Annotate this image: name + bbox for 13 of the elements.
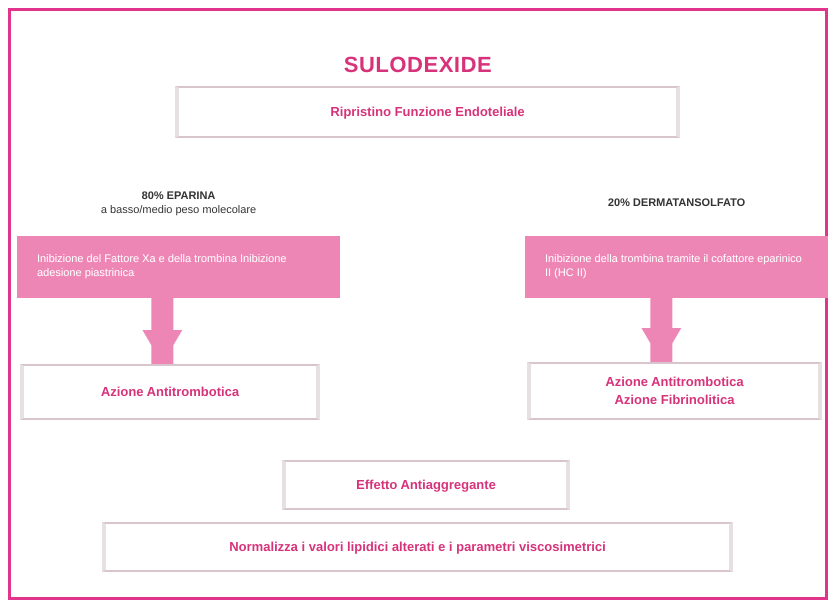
text-box: Normalizza i valori lipidici alterati e i parametri viscosimetrici [102, 522, 733, 572]
text-box: Effetto Antiaggregante [282, 460, 570, 510]
block-arrow [641, 298, 682, 362]
text-box: Azione Antitrombotica [20, 364, 320, 420]
title: SULODEXIDE [344, 51, 492, 79]
group-heading: 20% DERMATANSOLFATO [608, 197, 746, 211]
description-panel: Inibizione della trombina tramite il cofattore eparinico II (HC II) [525, 236, 828, 298]
block-arrow [142, 298, 182, 364]
text-box: Ripristino Funzione Endoteliale [175, 86, 680, 138]
description-panel: Inibizione del Fattore Xa e della trombina Inibizione adesione piastrinica [17, 236, 340, 298]
text-box: Azione Antitrombotica Azione Fibrinolitica [527, 362, 822, 420]
group-heading: 80% EPARINA [142, 190, 216, 204]
group-subheading: a basso/medio peso molecolare [100, 204, 256, 218]
